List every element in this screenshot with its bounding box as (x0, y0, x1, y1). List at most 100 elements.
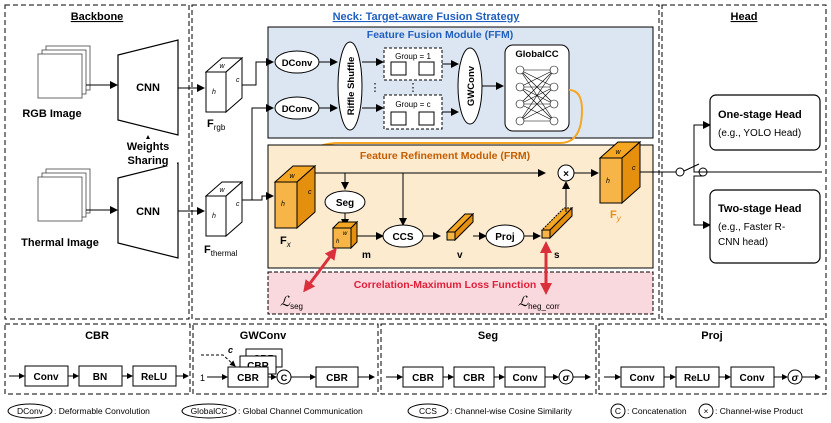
gwconv-stack-front-label: CBR (237, 373, 259, 384)
proj-panel (598, 323, 827, 395)
f-rgb-label: Frgb (207, 118, 226, 132)
gwconv-detail-title: GWConv (240, 330, 287, 342)
cnn-bottom-block (117, 162, 179, 259)
frm-title: Feature Refinement Module (FRM) (360, 150, 530, 162)
f-thermal-w: w (219, 187, 225, 194)
head-panel (661, 4, 827, 320)
f-rgb-cube (204, 56, 244, 114)
m-w: w (343, 231, 348, 237)
legend-dconv-desc: : Deformable Convolution (54, 406, 150, 416)
fthermal-to-fx-path (242, 192, 274, 201)
f-x-h: h (281, 201, 285, 208)
proj-detail-title: Proj (701, 330, 722, 342)
riffle-shuffle-node (337, 41, 363, 131)
group-c-block (383, 94, 443, 130)
seg-loss-red-arrow (303, 247, 337, 293)
f-x-cube (273, 164, 317, 230)
legend-product-desc: : Channel-wise Product (715, 406, 804, 416)
proj-relu-label: ReLU (684, 373, 710, 384)
group-1-block (383, 47, 443, 81)
f-rgb-c: c (236, 77, 240, 84)
dconv-1-label: DConv (282, 58, 313, 69)
v-vector (445, 212, 475, 242)
group-dots-2: ⋮ (408, 82, 419, 94)
legend-dconv-key (7, 403, 53, 419)
gwconv-label: GWConv (466, 65, 477, 106)
cbr-conv-label: Conv (34, 372, 59, 383)
loss-seg-label: ℒseg (280, 293, 303, 311)
proj-conv-2-label: Conv (740, 373, 765, 384)
rgb-image-stack (37, 45, 91, 99)
gwconv-one-label: 1 (200, 373, 205, 383)
seg-conv-label: Conv (513, 373, 538, 384)
cbr-title: CBR (85, 330, 109, 342)
f-y-h: h (606, 178, 610, 185)
group-1-label: Group = 1 (395, 52, 431, 61)
gwconv-c-label: c (228, 345, 233, 355)
f-thermal-label: Fthermal (204, 244, 238, 258)
one-stage-head-title: One-stage Head (718, 109, 802, 121)
weights-sharing-line2: Sharing (128, 155, 169, 167)
legend-ccs-key-text: CCS (419, 406, 437, 416)
proj-label: Proj (495, 232, 515, 243)
f-y-label: Fy (610, 209, 622, 223)
backbone-panel (4, 4, 190, 320)
globalcc-network (515, 65, 559, 126)
seg-panel (380, 323, 597, 395)
legend-concat-key-text: C (615, 406, 621, 416)
cnn-bottom-label: CNN (136, 206, 160, 218)
cbr-relu-label: ReLU (141, 372, 167, 383)
switch-node-left (675, 167, 685, 177)
legend-product-key (698, 403, 714, 419)
seg-cbr-1-label: CBR (412, 373, 434, 384)
loss-title: Correlation-Maximum Loss Function (354, 279, 537, 291)
legend-ccs-key (407, 403, 449, 419)
cnn-top-block (117, 39, 179, 136)
two-stage-head-title: Two-stage Head (718, 203, 802, 215)
backbone-title: Backbone (71, 11, 124, 23)
switch-lever (683, 163, 700, 172)
switch-to-one-stage (693, 121, 711, 173)
frgb-to-dconv-path (242, 58, 274, 86)
seg-sigmoid-label: σ (563, 373, 570, 384)
thermal-image-label: Thermal Image (21, 237, 99, 249)
f-thermal-c: c (236, 201, 240, 208)
one-stage-head-box (709, 94, 821, 151)
f-y-w: w (615, 149, 621, 156)
group-dots-1: ⋮ (370, 82, 381, 94)
gwconv-out-cbr-label: CBR (326, 373, 348, 384)
m-h: h (336, 239, 340, 245)
globalcc-label: GlobalCC (515, 49, 558, 60)
f-y-cube (598, 140, 642, 205)
f-x-c: c (308, 189, 312, 196)
f-y-c: c (632, 165, 636, 172)
head-title: Head (731, 11, 758, 23)
seg-label: Seg (336, 198, 354, 209)
gwconv-concat-label: C (281, 373, 288, 383)
s-label: s (554, 250, 560, 261)
seg-cbr-2-label: CBR (463, 373, 485, 384)
proj-sigmoid-label: σ (792, 373, 799, 384)
loss-heg-label: ℒheg_corr (518, 293, 560, 311)
switch-to-two-stage (693, 175, 711, 229)
legend-globalcc-desc: : Global Channel Communication (238, 406, 363, 416)
f-thermal-cube (204, 180, 244, 238)
s-vector (540, 206, 574, 240)
m-label: m (362, 250, 371, 261)
gwconv-c-arrow (201, 354, 236, 367)
neck-title: Neck: Target-aware Fusion Strategy (333, 11, 521, 23)
f-x-w: w (289, 173, 295, 180)
seg-detail-title: Seg (478, 330, 498, 342)
cbr-panel (4, 323, 191, 395)
ccs-label: CCS (392, 232, 413, 243)
two-stage-head-desc-1: (e.g., Faster R- (718, 222, 785, 233)
legend-globalcc-key (181, 403, 237, 419)
legend-concat-desc: : Concatenation (627, 406, 687, 416)
f-x-label: Fx (280, 235, 292, 249)
rgb-image-label: RGB Image (22, 108, 81, 120)
riffle-shuffle-label: Riffle Shuffle (346, 57, 357, 116)
m-cube (331, 220, 359, 250)
f-thermal-h: h (212, 213, 216, 220)
cnn-top-label: CNN (136, 82, 160, 94)
